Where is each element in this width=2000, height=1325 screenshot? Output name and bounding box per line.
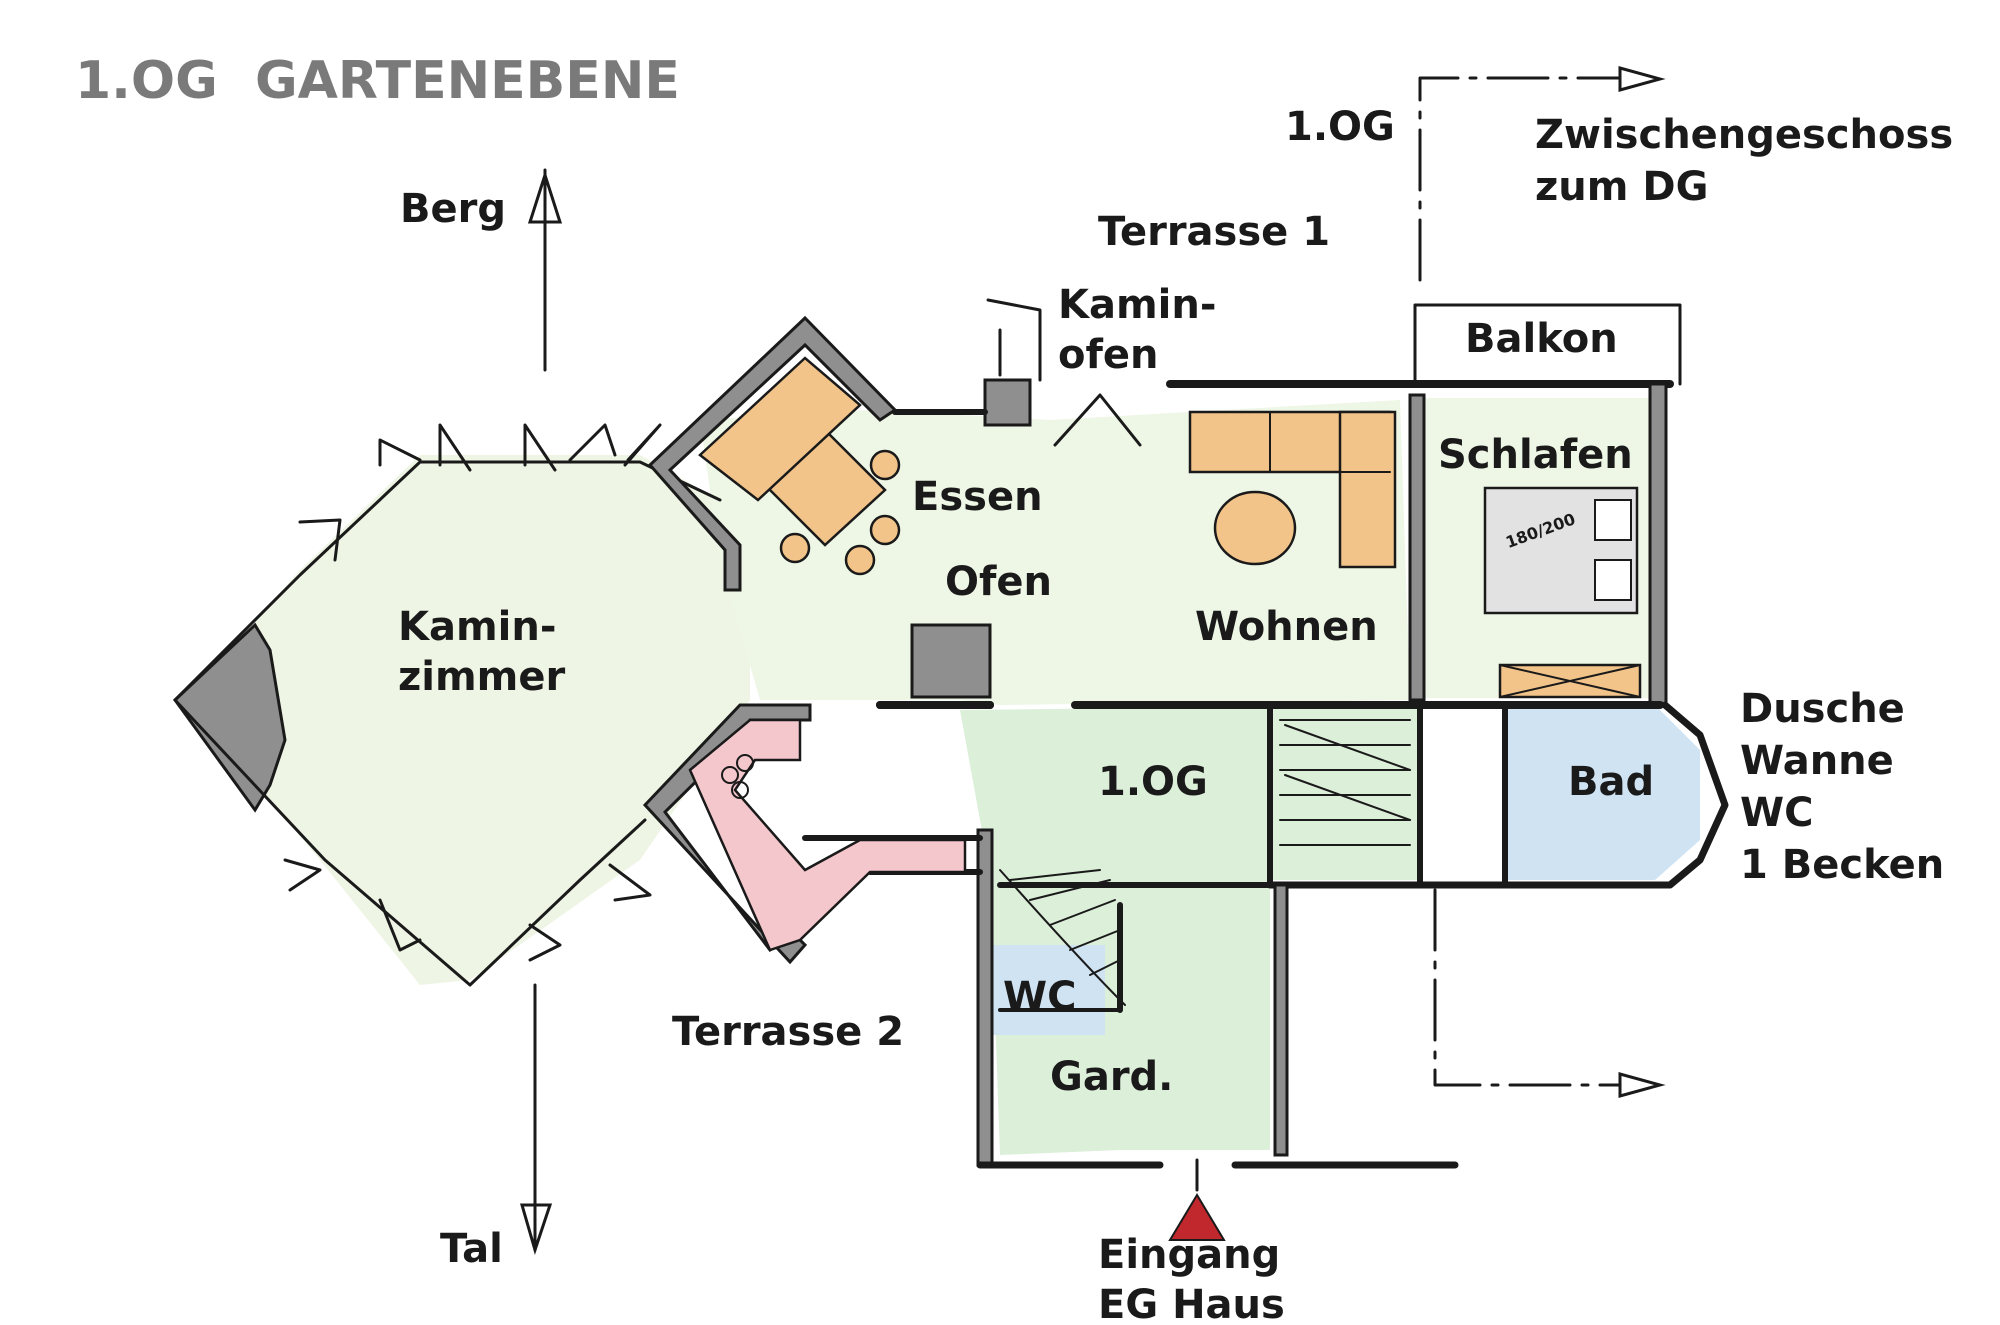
schlafen-left-wall	[1408, 393, 1426, 702]
kaminzimmer-label-1: Kamin-	[398, 604, 556, 650]
berg-arrow-icon	[527, 170, 563, 224]
stairs-spiral	[999, 869, 1126, 1006]
gard-label: Gard.	[1050, 1054, 1173, 1100]
stairs-main	[1279, 719, 1411, 846]
windows	[283, 393, 1142, 962]
hall-right-wall	[1273, 883, 1289, 1157]
section-arrow-bottom-icon	[1618, 1072, 1666, 1098]
section-label-left: 1.OG	[1285, 104, 1395, 150]
sofa-chaise	[1338, 410, 1397, 569]
coffee-table	[1213, 490, 1297, 566]
kaminzimmer-outline-bottom	[173, 698, 647, 987]
section-arrow-top-icon	[1618, 66, 1666, 92]
dining-bench	[698, 356, 862, 502]
terrasse2-label: Terrasse 2	[672, 1009, 904, 1055]
balkon-label: Balkon	[1465, 316, 1618, 362]
schlafen-right-wall	[1648, 382, 1668, 708]
plan-title-name: GARTENEBENE	[255, 51, 680, 111]
balkon-outline	[1413, 303, 1682, 386]
kaminofen-label-2: ofen	[1058, 332, 1159, 378]
furniture	[688, 356, 1642, 1006]
plan-title-floor: 1.OG	[75, 51, 218, 111]
bad-fixture-becken: 1 Becken	[1740, 842, 1944, 888]
entrance-marker-icon	[1168, 1193, 1226, 1241]
wc-label: WC	[1003, 974, 1076, 1020]
bad-floor	[1505, 705, 1700, 880]
entrance-label-2: EG Haus	[1098, 1282, 1285, 1325]
kaminofen-block	[983, 378, 1032, 427]
schlafen-label: Schlafen	[1438, 432, 1633, 478]
hall-label: 1.OG	[1098, 759, 1208, 805]
hall-floor	[960, 705, 1420, 1155]
ofen-block	[910, 623, 992, 699]
kaminzimmer-fireplace-wall	[173, 622, 287, 813]
section-line-bottom	[1433, 888, 1622, 1087]
kaminofen-label-1: Kamin-	[1058, 282, 1216, 328]
wc-floor	[990, 945, 1105, 1035]
bad-fixture-wc: WC	[1740, 790, 1813, 836]
tal-label: Tal	[440, 1226, 503, 1272]
terrasse1-label: Terrasse 1	[1098, 209, 1330, 255]
essen-bay-wall	[647, 315, 898, 592]
bad-outer-wall	[1266, 701, 1729, 889]
section-label-right-1: Zwischengeschoss	[1535, 112, 1953, 158]
annotations	[520, 66, 1682, 1256]
entry-left-wall	[976, 828, 994, 1167]
section-line-top	[1418, 76, 1622, 282]
bad-label: Bad	[1568, 759, 1654, 805]
ofen-label: Ofen	[945, 559, 1052, 605]
labels: 1.OG GARTENEBENE Berg Tal 1.OG Zwischeng…	[75, 51, 1953, 1325]
section-label-right-2: zum DG	[1535, 164, 1708, 210]
kaminzimmer-label-2: zimmer	[398, 654, 565, 700]
bad-fixture-dusche: Dusche	[1740, 686, 1905, 732]
bad-fixture-wanne: Wanne	[1740, 738, 1894, 784]
walls	[173, 315, 1729, 1169]
tal-arrow-icon	[520, 1203, 553, 1256]
kitchen-counter	[688, 718, 967, 952]
essen-label: Essen	[912, 474, 1043, 520]
wohnen-label: Wohnen	[1195, 604, 1378, 650]
berg-label: Berg	[400, 186, 506, 232]
entrance-label-1: Eingang	[1098, 1232, 1280, 1278]
